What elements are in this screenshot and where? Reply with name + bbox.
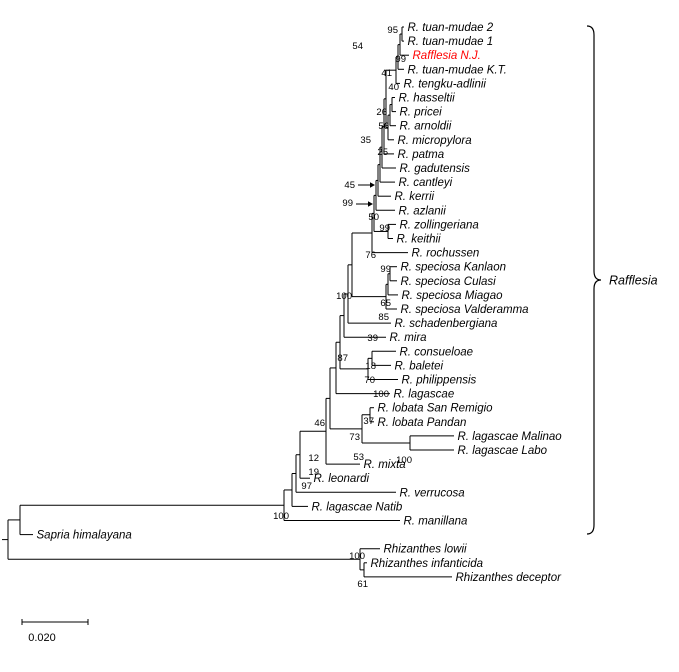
support-value: 99 bbox=[342, 198, 353, 209]
support-value: 45 bbox=[344, 180, 355, 191]
support-value: 54 bbox=[352, 41, 363, 52]
clade-bracket-label: Rafflesia bbox=[609, 274, 658, 288]
support-value: 99 bbox=[379, 223, 390, 234]
tip-label: R. micropylora bbox=[398, 135, 472, 147]
support-value: 95 bbox=[387, 25, 398, 36]
tip-label: R. lobata San Remigio bbox=[378, 403, 494, 415]
support-value: 99 bbox=[380, 264, 391, 275]
tip-labels: R. tuan-mudae 2 R. tuan-mudae 1 Rafflesia … bbox=[37, 22, 563, 584]
support-values: 9554994140265635254599509976991006585398… bbox=[273, 25, 412, 590]
tip-label: R. lagascae Labo bbox=[458, 445, 548, 457]
tip-label: R. gadutensis bbox=[400, 163, 471, 175]
tip-label: R. keithii bbox=[397, 234, 442, 246]
support-value: 100 bbox=[273, 511, 289, 522]
support-value: 35 bbox=[360, 135, 371, 146]
tip-label: Rafflesia N.J. bbox=[413, 50, 481, 62]
support-value: 85 bbox=[378, 312, 389, 323]
tip-label: R. baletei bbox=[395, 360, 444, 372]
tip-label: R. leonardi bbox=[314, 473, 370, 485]
tip-label: R. lagascae Natib bbox=[312, 501, 403, 513]
tip-label: R. tuan-mudae K.T. bbox=[408, 64, 507, 76]
tip-label: R. cantleyi bbox=[399, 177, 453, 189]
support-value: 73 bbox=[349, 432, 360, 443]
support-value: 100 bbox=[373, 389, 389, 400]
tip-label: R. kerrii bbox=[395, 191, 435, 203]
tip-label: R. manillana bbox=[404, 516, 468, 528]
tip-label: R. patma bbox=[398, 149, 445, 161]
support-value: 26 bbox=[376, 107, 387, 118]
support-value: 18 bbox=[365, 361, 376, 372]
tree-branches bbox=[2, 26, 454, 578]
support-value: 56 bbox=[378, 121, 389, 132]
tip-label: R. rochussen bbox=[412, 248, 480, 260]
clade-bracket bbox=[586, 25, 602, 535]
tip-label: R. mira bbox=[390, 332, 427, 344]
support-value: 70 bbox=[364, 375, 375, 386]
support-value: 97 bbox=[301, 481, 312, 492]
arrow-annotation bbox=[358, 182, 375, 188]
scale-bar bbox=[21, 619, 89, 625]
support-value: 53 bbox=[353, 452, 364, 463]
support-value: 41 bbox=[381, 68, 392, 79]
tip-label: R. lobata Pandan bbox=[378, 417, 467, 429]
tip-label: R. tuan-mudae 1 bbox=[408, 36, 494, 48]
tip-label: R. consueloae bbox=[400, 346, 474, 358]
support-value: 87 bbox=[337, 353, 348, 364]
tip-label: R. arnoldii bbox=[400, 121, 452, 133]
tip-label: R. speciosa Valderamma bbox=[401, 304, 529, 316]
tip-label: R. azlanii bbox=[399, 205, 447, 217]
tip-label: R. hasseltii bbox=[399, 93, 456, 105]
support-value: 65 bbox=[380, 298, 391, 309]
tip-label: R. philippensis bbox=[402, 375, 477, 387]
support-value: 100 bbox=[396, 455, 412, 466]
tip-label: R. schadenbergiana bbox=[395, 318, 498, 330]
tip-label: R. speciosa Culasi bbox=[401, 276, 497, 288]
tip-label: R. speciosa Kanlaon bbox=[401, 262, 506, 274]
support-value: 99 bbox=[395, 54, 406, 65]
tip-label: R. lagascae bbox=[394, 389, 455, 401]
support-value: 40 bbox=[388, 82, 399, 93]
support-value: 19 bbox=[308, 467, 319, 478]
tip-label: R. speciosa Miagao bbox=[402, 290, 504, 302]
arrow-head-icon bbox=[368, 201, 373, 207]
arrow-head-icon bbox=[370, 182, 375, 188]
support-value: 100 bbox=[349, 551, 365, 562]
scale-bar-label: 0.020 bbox=[28, 632, 56, 644]
support-value: 61 bbox=[357, 579, 368, 590]
tip-label: Sapria himalayana bbox=[37, 530, 132, 542]
tip-label: R. lagascae Malinao bbox=[458, 431, 563, 443]
tip-label: R. verrucosa bbox=[400, 487, 465, 499]
support-value: 50 bbox=[368, 212, 379, 223]
support-value: 12 bbox=[308, 453, 319, 464]
tip-label: Rhizanthes lowii bbox=[384, 544, 468, 556]
support-value: 76 bbox=[365, 250, 376, 261]
support-value: 25 bbox=[377, 147, 388, 158]
support-value: 100 bbox=[336, 291, 352, 302]
tip-label: R. pricei bbox=[400, 107, 443, 119]
tip-label: R. mixta bbox=[364, 459, 406, 471]
tip-label: R. tuan-mudae 2 bbox=[408, 22, 494, 34]
support-value: 46 bbox=[314, 418, 325, 429]
tip-label: R. tengku-adlinii bbox=[404, 78, 487, 90]
tip-label: R. zollingeriana bbox=[400, 219, 479, 231]
tip-label: Rhizanthes infanticida bbox=[371, 558, 484, 570]
support-value: 37 bbox=[363, 416, 374, 427]
support-value: 39 bbox=[367, 333, 378, 344]
arrow-annotation bbox=[356, 201, 373, 207]
tip-label: Rhizanthes deceptor bbox=[456, 572, 563, 584]
